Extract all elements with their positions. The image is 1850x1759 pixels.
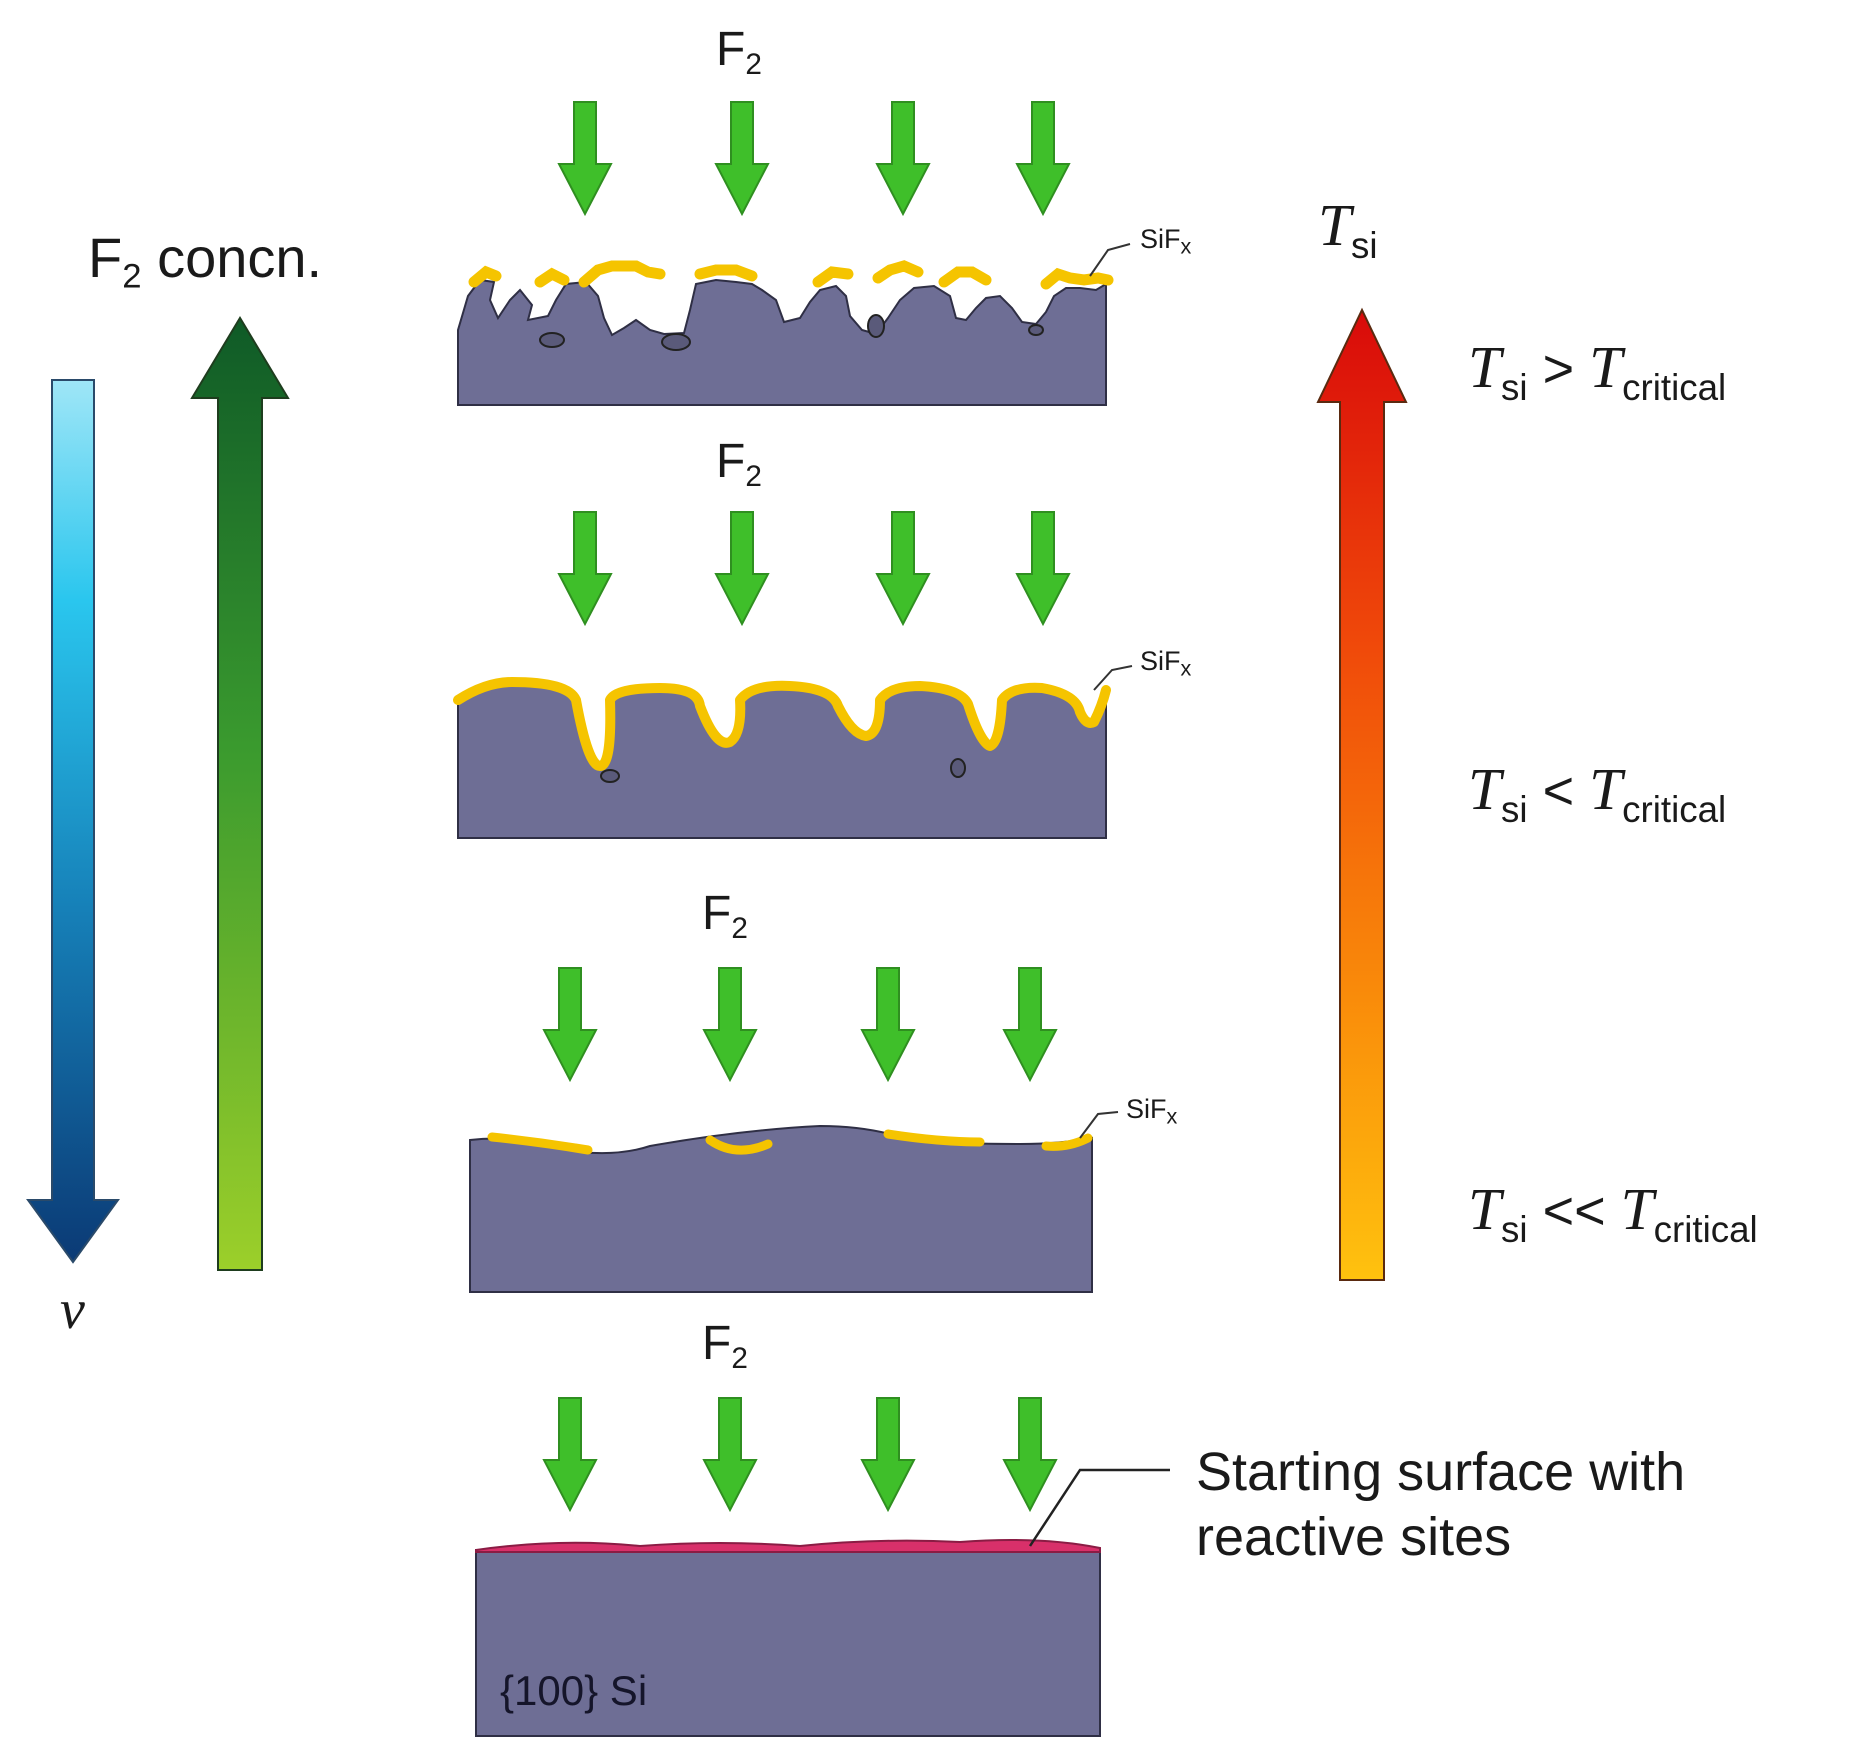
velocity-arrow [26,379,120,1264]
stage-2-sifx-leader [1093,665,1133,691]
stage-1-f2-arrow-2 [714,101,770,217]
stage-3-f2-arrow-2 [702,967,758,1083]
stage-3-sifx-patch-1 [487,1132,593,1155]
stage-2-debris-2 [950,758,966,778]
stage-2-f2-arrow-3 [875,511,931,627]
stage-3-f2-arrow-3 [860,967,916,1083]
velocity-label: v [60,1279,85,1341]
stage-4-f2-arrow-3 [860,1397,916,1513]
stage-2-f2-arrow-1 [557,511,613,627]
stage-3-sifx-leader [1079,1111,1119,1139]
stage-4-f2-arrow-4 [1002,1397,1058,1513]
starting-surface-note: Starting surface with reactive sites [1196,1440,1685,1570]
stage-4-f2-arrow-2 [702,1397,758,1513]
stage-2-f2-arrow-4 [1015,511,1071,627]
stage-3-f2-arrow-1 [542,967,598,1083]
stage-2-sifx-film [453,677,1111,771]
stage-3-silicon [469,1124,1093,1293]
stage-1-sifx-film [468,260,1114,290]
stage-1-f2-arrow-3 [875,101,931,217]
stage-1-debris-3 [867,314,885,338]
stage-1-sifx-leader [1089,243,1131,277]
stage-3-f2-arrow-4 [1002,967,1058,1083]
stage-1-debris-1 [539,332,565,348]
substrate-label: {100} Si [500,1667,648,1714]
concentration-arrow [190,316,290,1271]
f2-concentration-label: F2 concn. [88,226,323,296]
stage-2-f2-label: F2 [716,435,762,493]
starting-surface-note-line-2: reactive sites [1196,1506,1512,1567]
condition-above-critical: Tsi > Tcritical [1468,334,1727,408]
stage-4-reactive-sites [475,1539,1101,1553]
stage-4-f2-label: F2 [702,1317,748,1375]
stage-2-sifx-label: SiFx [1140,646,1192,681]
stage-3-sifx-label: SiFx [1126,1094,1178,1129]
f2-arrow-group [542,101,1071,1513]
stage-1-debris-4 [1028,324,1044,336]
stage-4-substrate [475,1468,1170,1737]
condition-far-below-critical: Tsi << Tcritical [1468,1176,1758,1250]
stage-1-silicon [457,278,1107,406]
starting-surface-leader [1028,1468,1170,1547]
stage-1-f2-arrow-1 [557,101,613,217]
stage-2-f2-arrow-2 [714,511,770,627]
stage-3-f2-label: F2 [702,887,748,945]
stage-3-substrate [469,1111,1119,1293]
stage-1-sifx-label: SiFx [1140,224,1192,259]
stage-2-debris-1 [600,769,620,783]
stage-1-debris-2 [661,333,691,351]
starting-surface-note-line-1: Starting surface with [1196,1442,1686,1502]
condition-below-critical: Tsi < Tcritical [1468,756,1727,830]
stage-4-f2-arrow-1 [542,1397,598,1513]
stage-3-sifx-patch-2 [705,1135,773,1155]
stage-3-sifx-patch-4 [1041,1133,1093,1151]
stage-1-f2-label: F2 [716,23,762,81]
stage-2-silicon [457,680,1107,839]
stage-2-substrate [453,665,1133,839]
temperature-axis-label: Tsi [1318,192,1378,266]
stage-1-f2-arrow-4 [1015,101,1071,217]
stage-4-silicon [475,1549,1101,1737]
stage-3-sifx-patch-3 [883,1129,985,1147]
temperature-arrow [1316,307,1408,1281]
stage-1-substrate [457,243,1131,406]
